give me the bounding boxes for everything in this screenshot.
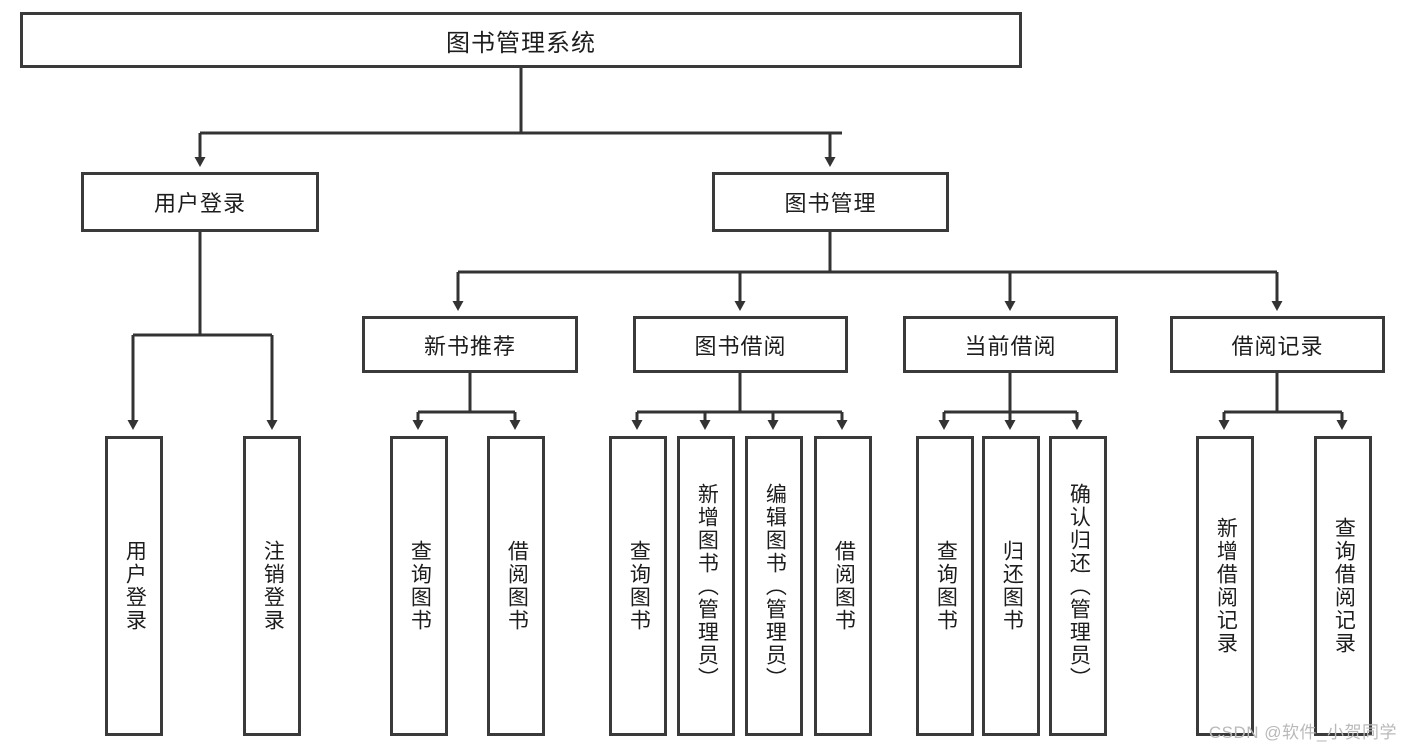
node-label: 注销登录 (261, 540, 285, 632)
node-label: 借阅记录 (1231, 333, 1324, 359)
leaf-new-book-borrow[interactable]: 借阅图书 (487, 436, 545, 736)
leaf-book-borrow-edit[interactable]: 编辑图书（管理员） (745, 436, 803, 736)
node-label: 新书推荐 (423, 333, 516, 359)
leaf-user-login-signin[interactable]: 用户登录 (105, 436, 163, 736)
leaf-current-borrow-confirm-return[interactable]: 确认归还（管理员） (1049, 436, 1107, 736)
node-book-management-system[interactable]: 图书管理系统 (20, 12, 1022, 68)
watermark: CSDN @软件_小贺同学 (1208, 723, 1397, 742)
node-book-borrow[interactable]: 图书借阅 (633, 316, 848, 373)
leaf-borrow-record-add[interactable]: 新增借阅记录 (1196, 436, 1254, 736)
node-book-management[interactable]: 图书管理 (712, 172, 949, 232)
leaf-book-borrow-query[interactable]: 查询图书 (609, 436, 667, 736)
node-label: 查询图书 (627, 540, 651, 632)
node-label: 借阅图书 (505, 540, 529, 632)
leaf-user-login-signout[interactable]: 注销登录 (243, 436, 301, 736)
node-label: 确认归还（管理员） (1067, 482, 1091, 690)
node-label: 新增借阅记录 (1214, 517, 1238, 655)
node-new-book-recommend[interactable]: 新书推荐 (362, 316, 578, 373)
node-label: 查询图书 (934, 540, 958, 632)
node-current-borrow[interactable]: 当前借阅 (903, 316, 1118, 373)
node-user-login[interactable]: 用户登录 (81, 172, 319, 232)
leaf-borrow-record-query[interactable]: 查询借阅记录 (1314, 436, 1372, 736)
node-label: 借阅图书 (832, 540, 856, 632)
node-label: 归还图书 (1000, 540, 1024, 632)
leaf-book-borrow-lend[interactable]: 借阅图书 (814, 436, 872, 736)
leaf-book-borrow-add[interactable]: 新增图书（管理员） (677, 436, 735, 736)
leaf-new-book-query[interactable]: 查询图书 (390, 436, 448, 736)
node-label: 查询借阅记录 (1332, 517, 1356, 655)
leaf-current-borrow-return[interactable]: 归还图书 (982, 436, 1040, 736)
node-label: 编辑图书（管理员） (763, 482, 787, 690)
node-label: 图书借阅 (694, 333, 787, 359)
node-label: 用户登录 (153, 191, 246, 216)
node-label: 用户登录 (123, 540, 147, 632)
node-borrow-record[interactable]: 借阅记录 (1170, 316, 1385, 373)
node-label: 图书管理 (784, 191, 877, 216)
node-label: 查询图书 (408, 540, 432, 632)
node-label: 当前借阅 (964, 333, 1057, 359)
node-label: 图书管理系统 (446, 29, 596, 57)
node-label: 新增图书（管理员） (695, 482, 719, 690)
leaf-current-borrow-query[interactable]: 查询图书 (916, 436, 974, 736)
